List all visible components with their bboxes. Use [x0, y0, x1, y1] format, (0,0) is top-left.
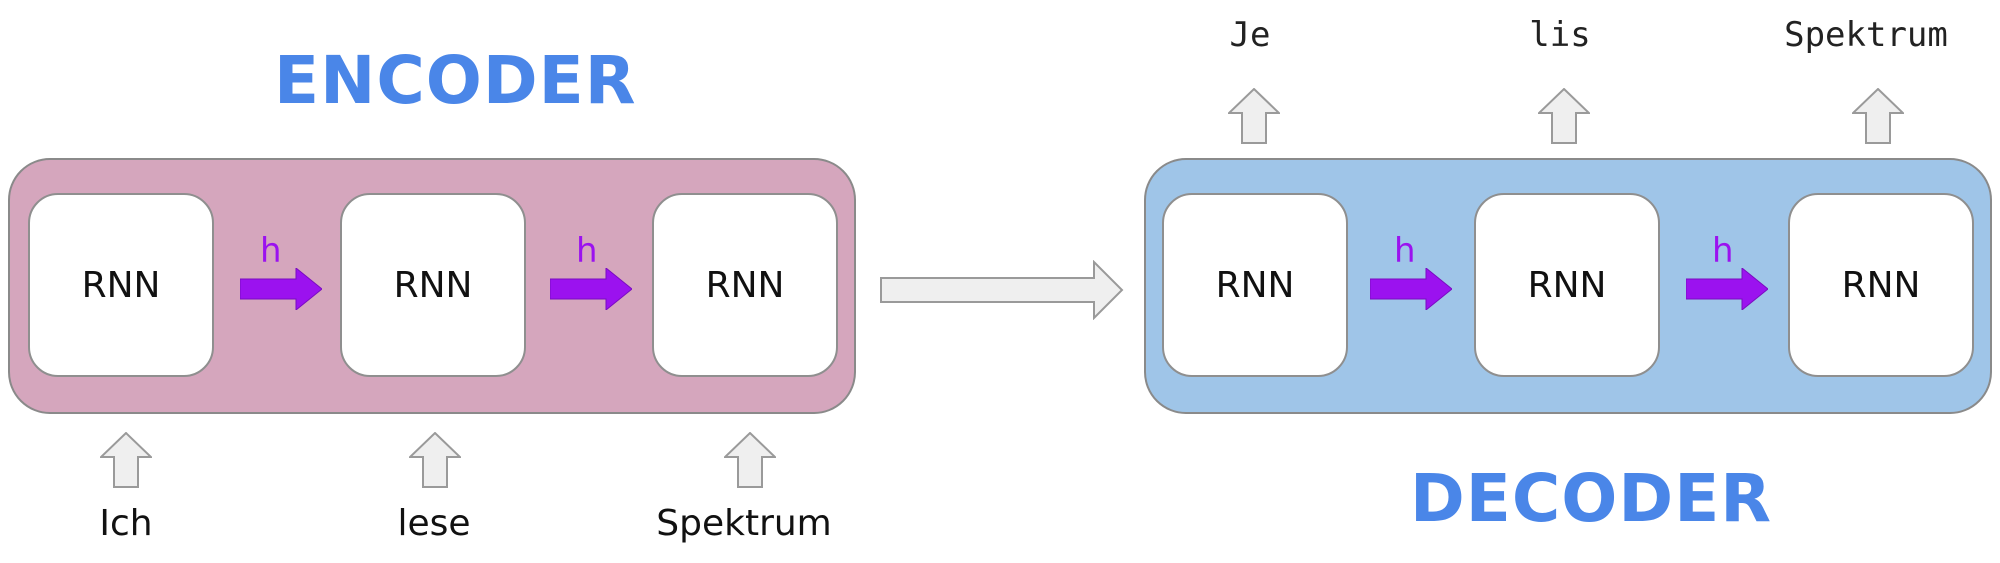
encoder-title: ENCODER [274, 42, 637, 119]
rnn-label: RNN [1841, 264, 1921, 306]
decoder-hidden-arrow-2-icon [1686, 268, 1768, 310]
decoder-hidden-arrow-1-icon [1370, 268, 1452, 310]
decoder-rnn-cell-2: RNN [1474, 193, 1660, 377]
rnn-label: RNN [705, 264, 785, 306]
decoder-hidden-label-2: h [1712, 231, 1734, 271]
encoder-rnn-cell-1: RNN [28, 193, 214, 377]
encoder-input-arrow-3-icon [724, 432, 776, 488]
decoder-rnn-cell-1: RNN [1162, 193, 1348, 377]
decoder-output-arrow-1-icon [1228, 88, 1280, 144]
encoder-input-word-2: lese [397, 503, 471, 544]
encoder-rnn-cell-3: RNN [652, 193, 838, 377]
encoder-input-word-3: Spektrum [656, 503, 832, 544]
encoder-to-decoder-arrow-icon [880, 260, 1124, 320]
decoder-hidden-label-1: h [1394, 231, 1416, 271]
decoder-output-word-1: Je [1229, 15, 1271, 55]
rnn-label: RNN [81, 264, 161, 306]
decoder-output-word-2: lis [1529, 15, 1591, 55]
decoder-output-word-3: Spektrum [1784, 15, 1948, 55]
decoder-title: DECODER [1410, 460, 1773, 537]
encoder-hidden-label-1: h [260, 231, 282, 271]
encoder-hidden-arrow-2-icon [550, 268, 632, 310]
encoder-hidden-label-2: h [576, 231, 598, 271]
rnn-label: RNN [1527, 264, 1607, 306]
encoder-input-arrow-1-icon [100, 432, 152, 488]
encoder-input-word-1: Ich [99, 503, 153, 544]
rnn-label: RNN [393, 264, 473, 306]
encoder-hidden-arrow-1-icon [240, 268, 322, 310]
decoder-rnn-cell-3: RNN [1788, 193, 1974, 377]
decoder-output-arrow-2-icon [1538, 88, 1590, 144]
encoder-input-arrow-2-icon [409, 432, 461, 488]
rnn-label: RNN [1215, 264, 1295, 306]
encoder-rnn-cell-2: RNN [340, 193, 526, 377]
decoder-output-arrow-3-icon [1852, 88, 1904, 144]
